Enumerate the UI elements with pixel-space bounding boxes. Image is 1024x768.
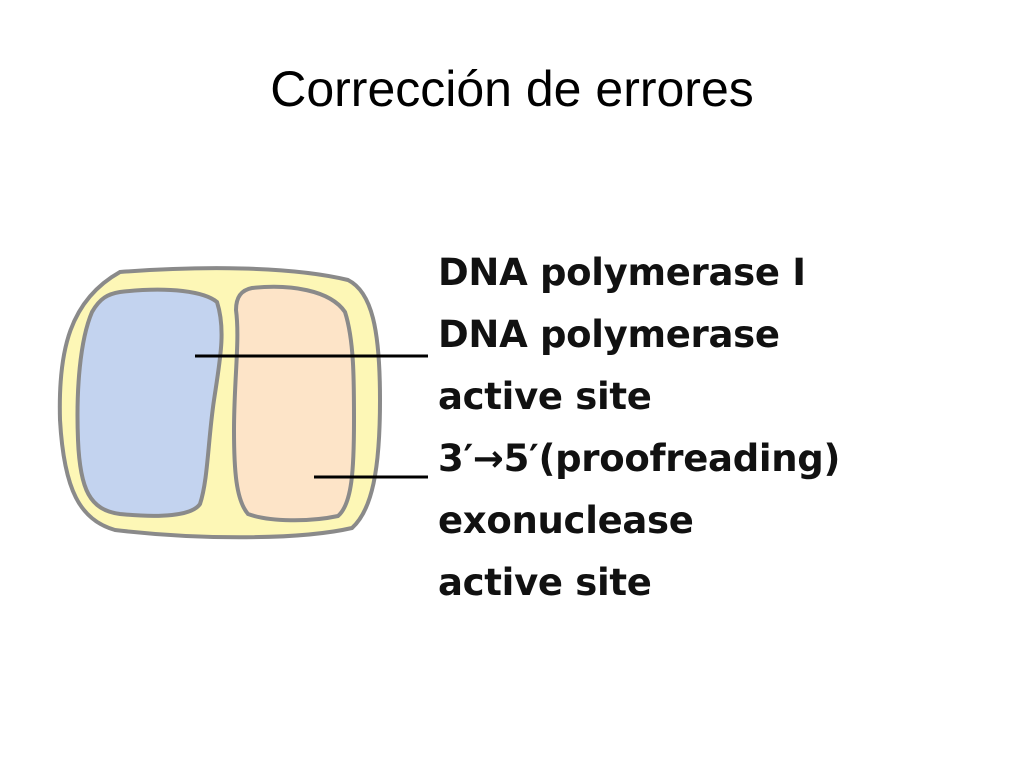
exonuclease-site-label-line3: active site	[438, 561, 652, 604]
polymerase-site-label-line1: DNA polymerase	[438, 313, 780, 356]
polymerase-site-label-line2: active site	[438, 375, 652, 418]
enzyme-name-label: DNA polymerase I	[438, 251, 806, 294]
exonuclease-domain	[231, 284, 357, 523]
polymerase-domain	[75, 287, 224, 518]
slide-title: Corrección de errores	[270, 61, 754, 117]
diagram-labels: DNA polymerase I DNA polymerase active s…	[438, 242, 840, 614]
exonuclease-site-label-line1: 3′→5′(proofreading)	[438, 437, 841, 480]
exonuclease-site-label-line2: exonuclease	[438, 499, 694, 542]
